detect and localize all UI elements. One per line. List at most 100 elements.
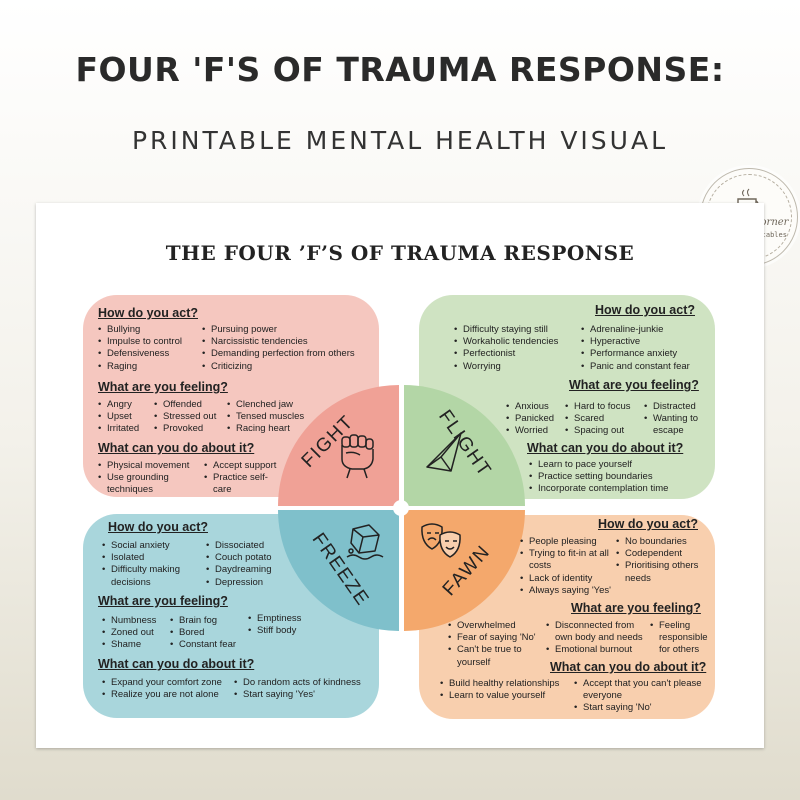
list-item: Start saying 'No' [574,702,714,714]
printable-sheet: THE FOUR ’F’S OF TRAUMA RESPONSE FIGHT F… [36,203,764,748]
list-item: Demanding perfection from others [202,348,382,360]
freeze-feel-list-2: Brain fog Bored Constant fear [170,615,250,652]
list-item: Panicked [506,413,568,425]
fawn-act-heading: How do you act? [598,517,698,531]
freeze-act-list-2: Dissociated Couch potato Daydreaming Dep… [206,540,296,589]
list-item: Worrying [454,361,584,373]
list-item: Isolated [102,552,206,564]
list-item: Perfectionist [454,348,584,360]
fawn-act-list-1: People pleasing Trying to fit-in at all … [520,536,616,597]
list-item: Anxious [506,401,568,413]
flight-do-list-1: Learn to pace yourself Practice setting … [529,459,709,496]
list-item: Angry [98,399,158,411]
list-item: Difficulty staying still [454,324,584,336]
flight-act-list-1: Difficulty staying still Workaholic tend… [454,324,584,373]
list-item: Emptiness [248,613,328,625]
list-item: Impulse to control [98,336,206,348]
page-subtitle: PRINTABLE MENTAL HEALTH VISUAL [131,126,669,155]
freeze-do-list-2: Do random acts of kindness Start saying … [234,677,374,702]
flight-act-heading: How do you act? [595,303,695,317]
fist-icon [341,434,374,479]
list-item: Daydreaming [206,564,296,576]
list-item: Distracted [644,401,708,413]
list-item: Clenched jaw [227,399,317,411]
fight-feel-list-1: Angry Upset Irritated [98,399,158,436]
list-item: Wanting to escape [644,413,708,437]
list-item: Brain fog [170,615,250,627]
fight-act-list-2: Pursuing power Narcissistic tendencies D… [202,324,382,373]
list-item: Realize you are not alone [102,689,238,701]
fight-feel-list-3: Clenched jaw Tensed muscles Racing heart [227,399,317,436]
fawn-act-list-2: No boundaries Codependent Prioritising o… [616,536,712,585]
freeze-act-list-1: Social anxiety Isolated Difficulty makin… [102,540,206,589]
flight-feel-list-1: Anxious Panicked Worried [506,401,568,438]
list-item: Scared [565,413,647,425]
flight-feel-list-2: Hard to focus Scared Spacing out [565,401,647,438]
list-item: Stressed out [154,411,234,423]
list-item: Couch potato [206,552,296,564]
list-item: Practice setting boundaries [529,471,709,483]
list-item: Numbness [102,615,172,627]
list-item: Disconnected from own body and needs [546,620,650,644]
list-item: Racing heart [227,423,317,435]
list-item: Overwhelmed [448,620,546,632]
list-item: Upset [98,411,158,423]
list-item: Difficulty making decisions [102,564,206,588]
list-item: Accept support [204,460,284,472]
list-item: Trying to fit-in at all costs [520,548,616,572]
paper-plane-icon [426,432,462,472]
list-item: Bored [170,627,250,639]
list-item: Learn to value yourself [440,690,580,702]
sheet-title: THE FOUR ’F’S OF TRAUMA RESPONSE [165,241,635,265]
list-item: Constant fear [170,639,250,651]
list-item: Bullying [98,324,206,336]
list-item: Panic and constant fear [581,361,711,373]
freeze-act-heading: How do you act? [108,520,208,534]
list-item: Provoked [154,423,234,435]
flight-feel-list-3: Distracted Wanting to escape [644,401,708,438]
fawn-feel-list-3: Feeling responsible for others [650,620,714,657]
fight-do-heading: What can you do about it? [98,441,255,455]
list-item: Accept that you can't please everyone [574,678,714,702]
list-item: Narcissistic tendencies [202,336,382,348]
list-item: Hard to focus [565,401,647,413]
list-item: Worried [506,425,568,437]
list-item: People pleasing [520,536,616,548]
list-item: Offended [154,399,234,411]
list-item: Prioritising others needs [616,560,712,584]
fawn-feel-heading: What are you feeling? [571,601,701,615]
list-item: Adrenaline-junkie [581,324,711,336]
list-item: Tensed muscles [227,411,317,423]
list-item: Spacing out [565,425,647,437]
list-item: Stiff body [248,625,328,637]
list-item: Workaholic tendencies [454,336,584,348]
list-item: Codependent [616,548,712,560]
list-item: Do random acts of kindness [234,677,374,689]
fawn-feel-list-1: Overwhelmed Fear of saying 'No' Can't be… [448,620,546,669]
page-title: FOUR 'F'S OF TRAUMA RESPONSE: [75,50,725,89]
list-item: Always saying 'Yes' [520,585,616,597]
list-item: No boundaries [616,536,712,548]
list-item: Dissociated [206,540,296,552]
freeze-feel-list-3: Emptiness Stiff body [248,613,328,638]
fight-act-list-1: Bullying Impulse to control Defensivenes… [98,324,206,373]
flight-act-list-2: Adrenaline-junkie Hyperactive Performanc… [581,324,711,373]
fight-do-list-1: Physical movement Use grounding techniqu… [98,460,204,497]
list-item: Defensiveness [98,348,206,360]
fawn-do-heading: What can you do about it? [550,660,707,674]
list-item: Shame [102,639,172,651]
ice-cube-icon [346,524,384,560]
fight-do-list-2: Accept support Practice self-care [204,460,284,497]
freeze-do-heading: What can you do about it? [98,657,255,671]
flight-do-heading: What can you do about it? [527,441,684,455]
list-item: Raging [98,361,206,373]
fight-act-heading: How do you act? [98,306,198,320]
list-item: Emotional burnout [546,644,650,656]
fight-feel-list-2: Offended Stressed out Provoked [154,399,234,436]
list-item: Social anxiety [102,540,206,552]
list-item: Depression [206,577,296,589]
list-item: Incorporate contemplation time [529,483,709,495]
list-item: Learn to pace yourself [529,459,709,471]
fight-feel-heading: What are you feeling? [98,380,228,394]
list-item: Hyperactive [581,336,711,348]
